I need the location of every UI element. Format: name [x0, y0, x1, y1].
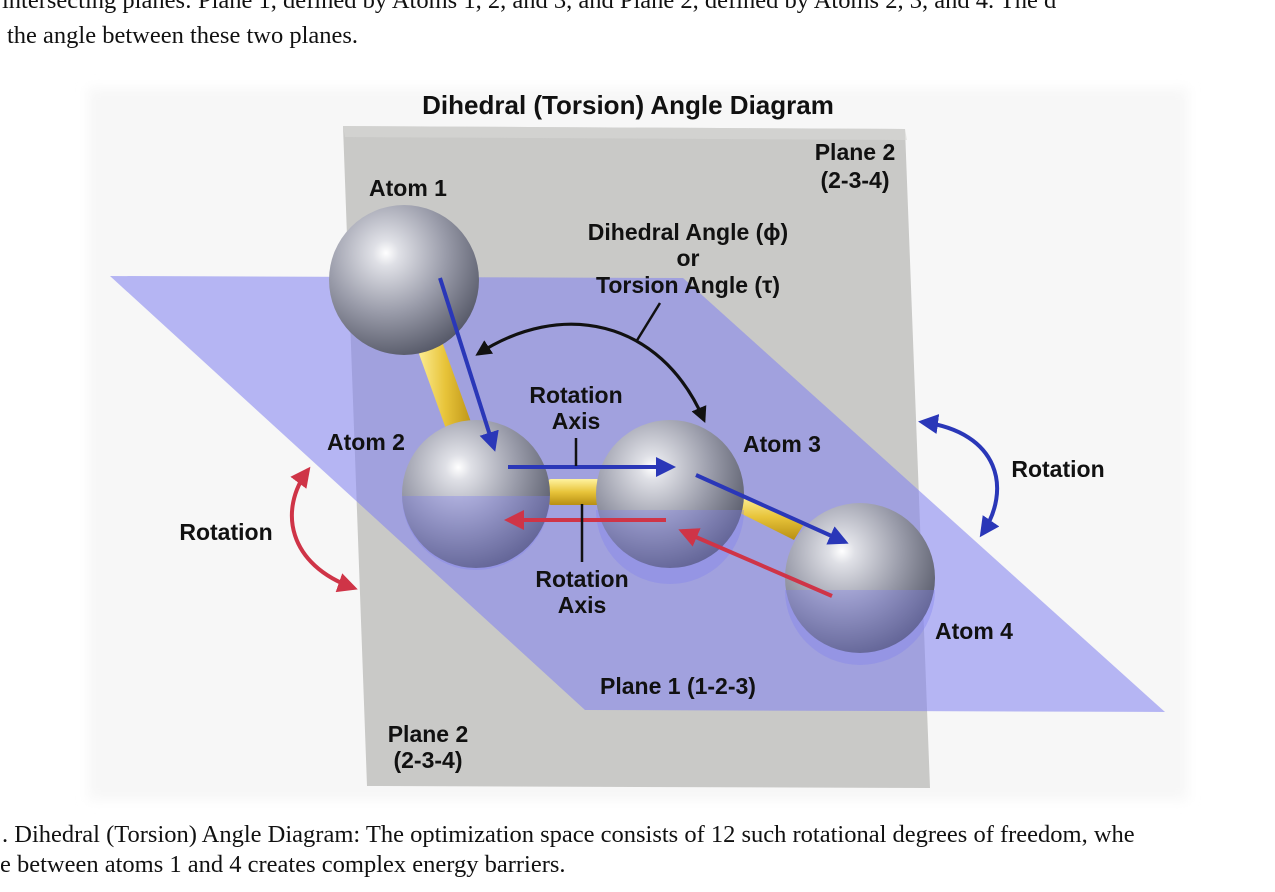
atom-4-sphere [785, 503, 935, 653]
plane-2-top-label-line-1: Plane 2 [815, 139, 896, 165]
rotation-axis-top-label-line-2: Axis [552, 408, 601, 434]
atom-1-label: Atom 1 [369, 175, 447, 201]
atom-2-sphere [402, 420, 550, 568]
rotation-left-arrow [289, 466, 358, 593]
caption-line-1: . Dihedral (Torsion) Angle Diagram: The … [2, 821, 1135, 848]
angle-label-line-3: Torsion Angle (τ) [596, 272, 780, 298]
atom-1-sphere [329, 205, 479, 355]
angle-label-leader [634, 302, 662, 343]
angle-label-line-1: Dihedral Angle (ϕ) [588, 219, 788, 245]
bond-3-4 [730, 494, 804, 540]
dihedral-angle-arc [475, 322, 707, 423]
rotation-axis-bottom-label-line-1: Rotation [535, 566, 628, 592]
reverse-bond-arrow-4-3 [678, 528, 833, 598]
diagram-title: Dihedral (Torsion) Angle Diagram [422, 90, 834, 120]
intro-text-line-2: the angle between these two planes. [7, 22, 359, 49]
rotation-right-label: Rotation [1011, 456, 1104, 482]
plane-2-top-label-line-2: (2-3-4) [820, 167, 889, 193]
rotation-axis-top-label-line-1: Rotation [529, 382, 622, 408]
plane-2-bottom-label-line-2: (2-3-4) [393, 747, 462, 773]
intro-text-line-1: intersecting planes: Plane 1, defined by… [2, 0, 1057, 14]
rotation-right-arrow [918, 414, 1000, 538]
atom-3-sphere [596, 420, 744, 568]
atom-4-label: Atom 4 [935, 618, 1013, 644]
caption-line-2: e between atoms 1 and 4 creates complex … [0, 851, 566, 878]
atom-2-label: Atom 2 [327, 429, 405, 455]
plane-1-label: Plane 1 (1-2-3) [600, 673, 756, 699]
plane-2-bottom-label-line-1: Plane 2 [388, 721, 469, 747]
angle-label-line-2: or [677, 245, 700, 271]
bond-1-2 [414, 336, 476, 440]
atom-3-label: Atom 3 [743, 431, 821, 457]
bond-vector-arrow-3-4 [695, 473, 849, 545]
rotation-axis-bottom-label-line-2: Axis [558, 592, 607, 618]
rotation-left-label: Rotation [179, 519, 272, 545]
